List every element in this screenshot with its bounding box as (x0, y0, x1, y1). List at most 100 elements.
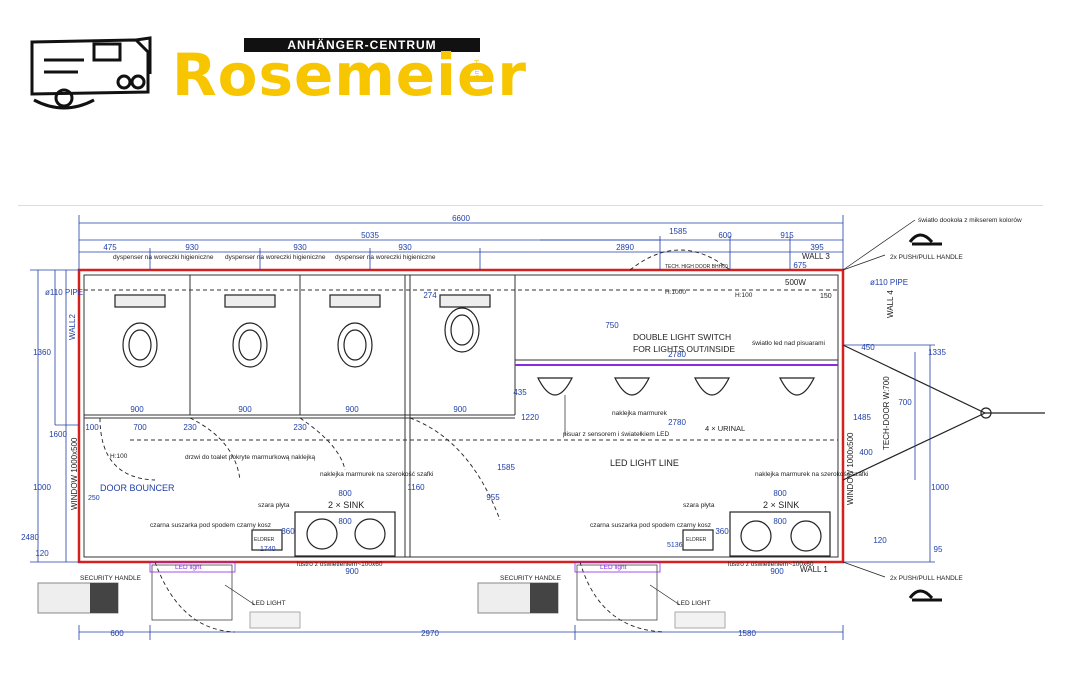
label-eldrer1: ELDRER (254, 537, 275, 543)
brand-name: Rosemeier (172, 41, 527, 109)
label-led-light1: LED light (175, 564, 202, 571)
dim-274: 274 (423, 291, 437, 300)
dim-360a: 360 (281, 527, 295, 536)
urinals (537, 377, 815, 396)
dim-230a: 230 (183, 423, 197, 432)
label-wall1: WALL 1 (800, 565, 828, 574)
dim-800a: 800 (338, 489, 352, 498)
dimension-labels: 6600 5035 2890 475 930 930 930 1585 600 … (21, 214, 949, 638)
label-szara1: szara płyta (258, 502, 290, 509)
label-drzwi: drzwi do toalet pokryte marmurkową nakle… (185, 454, 315, 461)
dim-2780a: 2780 (668, 350, 686, 359)
label-swiatlo: światło dookoła z mikserem kolorów (918, 217, 1022, 224)
trailer-outline (77, 268, 845, 564)
inner-wall (83, 274, 839, 558)
label-door-bouncer: DOOR BOUNCER (100, 483, 175, 493)
dim-360b: 360 (715, 527, 729, 536)
label-suszarka2: czarna suszarka pod spodem czarny kosz (590, 522, 711, 529)
label-pipe-left: ø110 PIPE (45, 288, 83, 297)
dim-1160: 1160 (407, 483, 425, 492)
dim-5035: 5035 (361, 231, 379, 240)
dim-600b: 600 (110, 629, 124, 638)
dim-120l: 120 (35, 549, 49, 558)
brand-banner: ANHÄNGER-CENTRUM (244, 38, 480, 52)
label-led-light-a: LED LIGHT (252, 600, 286, 607)
label-150: 150 (820, 293, 832, 300)
partition-walls (84, 275, 838, 557)
label-tech-high: TECH. HIGH DOOR BHH00 (665, 264, 728, 270)
label-double-switch-2: FOR LIGHTS OUT/INSIDE (633, 344, 735, 354)
label-disp2: dyspenser na woreczki higieniczne (225, 254, 326, 261)
label-lustro1: lustro z oświetleniem~100x60 (297, 561, 383, 568)
dim-930b: 930 (293, 243, 307, 252)
label-led-line: LED LIGHT LINE (610, 458, 679, 468)
label-naklejka: naklejka marmurek (612, 410, 668, 417)
label-push2: 2x PUSH/PULL HANDLE (890, 575, 963, 582)
label-wall3: WALL 3 (802, 252, 830, 261)
dim-675: 675 (793, 261, 807, 270)
label-disp3: dyspenser na woreczki higieniczne (335, 254, 436, 261)
label-disp1: dyspenser na woreczki higieniczne (113, 254, 214, 261)
label-pisuar: pisuar z sensorem i światełkiem LED (563, 431, 670, 438)
label-naklejka2: naklejka marmurek na szerokość szafki (320, 471, 433, 478)
dim-800c: 800 (773, 489, 787, 498)
label-tech-door: TECH-DOOR W:700 (882, 376, 891, 450)
dim-900f: 900 (770, 567, 784, 576)
label-szara2: szara płyta (683, 502, 715, 509)
dim-915: 915 (780, 231, 794, 240)
dim-1360: 1360 (33, 348, 51, 357)
dim-95: 95 (934, 545, 943, 554)
dim-230b: 230 (293, 423, 307, 432)
dimension-lines (30, 215, 935, 640)
dim-900c: 900 (345, 405, 359, 414)
annotation-labels: dyspenser na woreczki higieniczne dyspen… (45, 217, 1022, 607)
dim-700r: 700 (898, 398, 912, 407)
dim-800d: 800 (773, 517, 787, 526)
label-suszarka1: czarna suszarka pod spodem czarny kosz (150, 522, 271, 529)
label-1740: 1740 (260, 546, 276, 553)
dim-750: 750 (605, 321, 619, 330)
door-swings (99, 249, 731, 633)
dim-100a: 100 (85, 423, 99, 432)
label-security1: SECURITY HANDLE (80, 575, 142, 582)
dim-930a: 930 (185, 243, 199, 252)
trailer-logo-icon (30, 36, 152, 110)
label-h100a: H:100 (735, 292, 753, 299)
dim-600: 600 (718, 231, 732, 240)
label-led-light-b: LED LIGHT (677, 600, 711, 607)
dim-800b: 800 (338, 517, 352, 526)
dim-900a: 900 (130, 405, 144, 414)
handle-icons (908, 233, 942, 602)
dim-955: 955 (486, 493, 500, 502)
dim-400: 400 (859, 448, 873, 457)
label-wall2: WALL2 (68, 314, 77, 340)
dim-435: 435 (513, 388, 527, 397)
sinks (251, 511, 831, 557)
label-naklejka3: naklejka marmurek na szerokość szafki (755, 471, 868, 478)
label-h1000: H:1000 (665, 289, 686, 296)
label-double-switch-1: DOUBLE LIGHT SWITCH (633, 332, 731, 342)
label-eldrer2: ELDRER (686, 537, 707, 543)
label-led-nad: światło led nad pisuarami (752, 340, 825, 347)
label-wall4: WALL 4 (886, 290, 895, 318)
toilets (114, 294, 491, 368)
label-h100b: H:100 (110, 453, 128, 460)
dim-700: 700 (133, 423, 147, 432)
label-w500: 500W (785, 278, 806, 287)
label-pipe-right: ø110 PIPE (870, 278, 908, 287)
drawbar (842, 344, 1045, 481)
dim-1000l: 1000 (33, 483, 51, 492)
dim-1600: 1600 (49, 430, 67, 439)
leader-lines (224, 219, 916, 606)
label-sink2: 2 × SINK (763, 500, 799, 510)
label-250: 250 (88, 495, 100, 502)
dim-total: 6600 (452, 214, 470, 223)
dim-1485: 1485 (853, 413, 871, 422)
dim-1220: 1220 (521, 413, 539, 422)
dim-2890: 2890 (616, 243, 634, 252)
dim-1580: 1580 (738, 629, 756, 638)
label-security2: SECURITY HANDLE (500, 575, 562, 582)
dim-395: 395 (810, 243, 824, 252)
dim-1585: 1585 (669, 227, 687, 236)
